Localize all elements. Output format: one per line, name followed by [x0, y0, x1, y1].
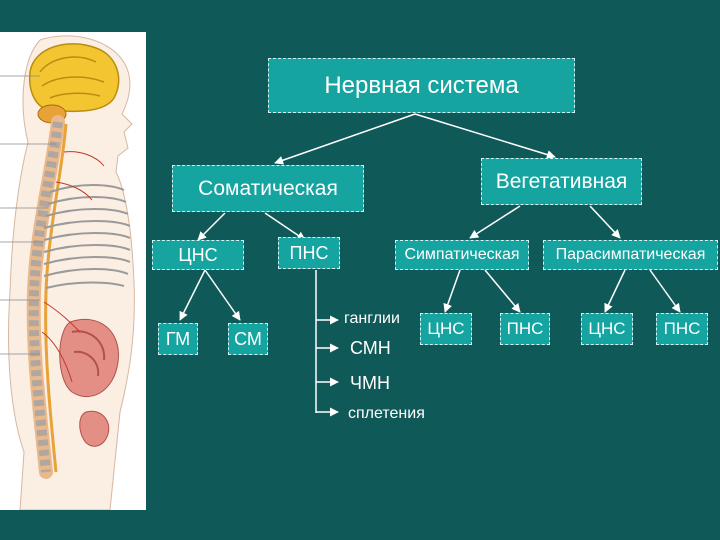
connector-somatic-pns	[264, 212, 306, 241]
connector-cns-spinal	[204, 269, 241, 321]
connector-vegetative-parasympathetic	[589, 205, 621, 239]
somatic-cns-node: ЦНС	[152, 240, 244, 270]
spinal-cord-node: СМ	[228, 323, 268, 355]
connector-cns-brain	[179, 269, 206, 321]
connector-root-somatic	[274, 113, 416, 165]
connector-para-cns	[604, 269, 626, 313]
connector-para-pns	[649, 269, 681, 313]
anatomy-illustration	[0, 32, 146, 510]
pns-item-plexus: сплетения	[348, 405, 425, 422]
somatic-pns-node: ПНС	[278, 237, 340, 269]
symp-cns-node: ЦНС	[420, 313, 472, 345]
connector-somatic-cns	[197, 212, 226, 241]
vegetative-node: Вегетативная	[481, 158, 642, 205]
sympathetic-node: Симпатическая	[395, 240, 529, 270]
para-cns-node: ЦНС	[581, 313, 633, 345]
connector-root-vegetative	[414, 113, 556, 159]
connector-symp-cns	[443, 269, 461, 313]
connector-vegetative-sympathetic	[469, 205, 521, 239]
symp-pns-node: ПНС	[500, 313, 550, 345]
parasympathetic-node: Парасимпатическая	[543, 240, 718, 270]
brain-node: ГМ	[158, 323, 198, 355]
pns-item-smn: СМН	[350, 338, 391, 358]
pns-item-chmn: ЧМН	[350, 373, 390, 393]
para-pns-node: ПНС	[656, 313, 708, 345]
somatic-node: Соматическая	[172, 165, 364, 212]
pns-item-ganglia: ганглии	[344, 310, 400, 327]
root-node: Нервная система	[268, 58, 575, 113]
connector-symp-pns	[484, 269, 521, 313]
